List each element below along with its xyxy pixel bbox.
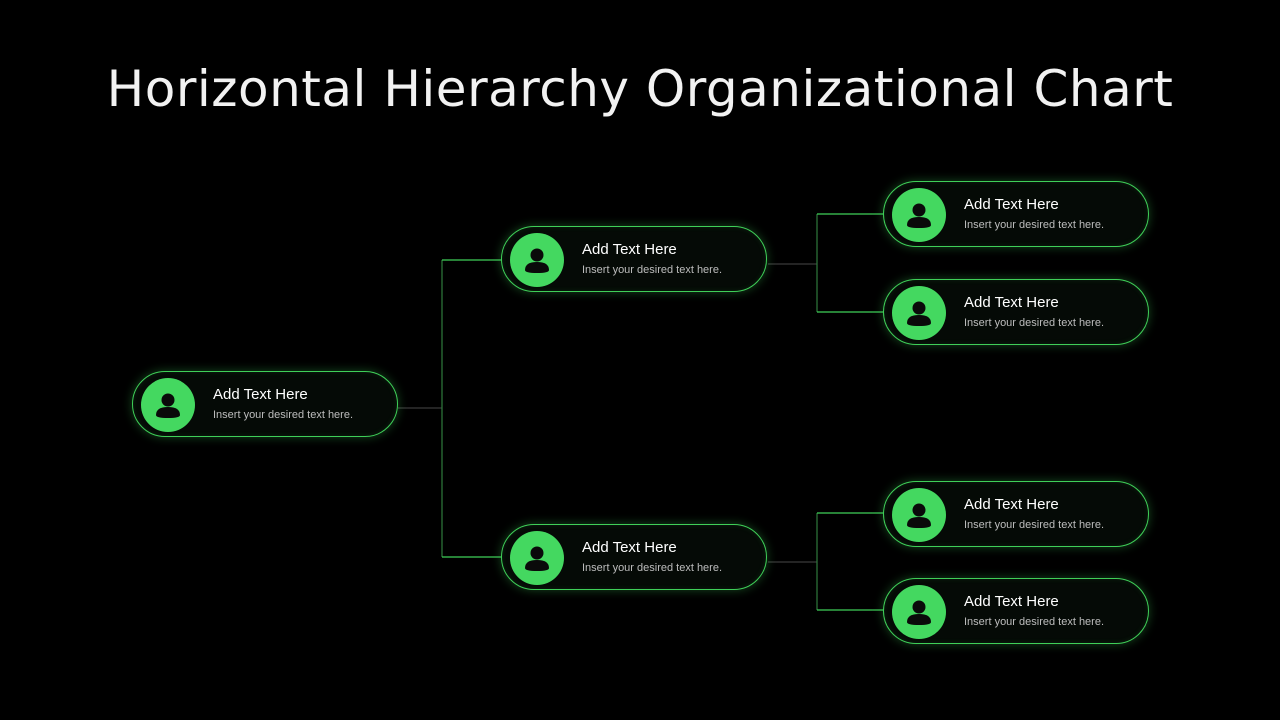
node-subtitle: Insert your desired text here.	[582, 562, 723, 574]
person-icon	[892, 286, 946, 340]
node-subtitle: Insert your desired text here.	[964, 219, 1105, 231]
node-subtitle: Insert your desired text here.	[964, 317, 1105, 329]
person-icon	[510, 531, 564, 585]
node-subtitle: Insert your desired text here.	[582, 264, 723, 276]
org-node-leaf-2[interactable]: Add Text Here Insert your desired text h…	[883, 279, 1149, 345]
page-title: Horizontal Hierarchy Organizational Char…	[106, 60, 1174, 118]
node-title: Add Text Here	[582, 241, 677, 258]
node-title: Add Text Here	[213, 386, 308, 403]
node-subtitle: Insert your desired text here.	[964, 616, 1105, 628]
org-node-leaf-4[interactable]: Add Text Here Insert your desired text h…	[883, 578, 1149, 644]
org-node-leaf-3[interactable]: Add Text Here Insert your desired text h…	[883, 481, 1149, 547]
node-subtitle: Insert your desired text here.	[964, 519, 1105, 531]
node-title: Add Text Here	[964, 593, 1059, 610]
node-title: Add Text Here	[964, 496, 1059, 513]
node-title: Add Text Here	[964, 196, 1059, 213]
person-icon	[141, 378, 195, 432]
org-node-mid-top[interactable]: Add Text Here Insert your desired text h…	[501, 226, 767, 292]
node-title: Add Text Here	[582, 539, 677, 556]
person-icon	[510, 233, 564, 287]
node-title: Add Text Here	[964, 294, 1059, 311]
person-icon	[892, 585, 946, 639]
node-subtitle: Insert your desired text here.	[213, 409, 354, 421]
person-icon	[892, 188, 946, 242]
org-node-mid-bottom[interactable]: Add Text Here Insert your desired text h…	[501, 524, 767, 590]
person-icon	[892, 488, 946, 542]
org-node-root[interactable]: Add Text Here Insert your desired text h…	[132, 371, 398, 437]
org-node-leaf-1[interactable]: Add Text Here Insert your desired text h…	[883, 181, 1149, 247]
